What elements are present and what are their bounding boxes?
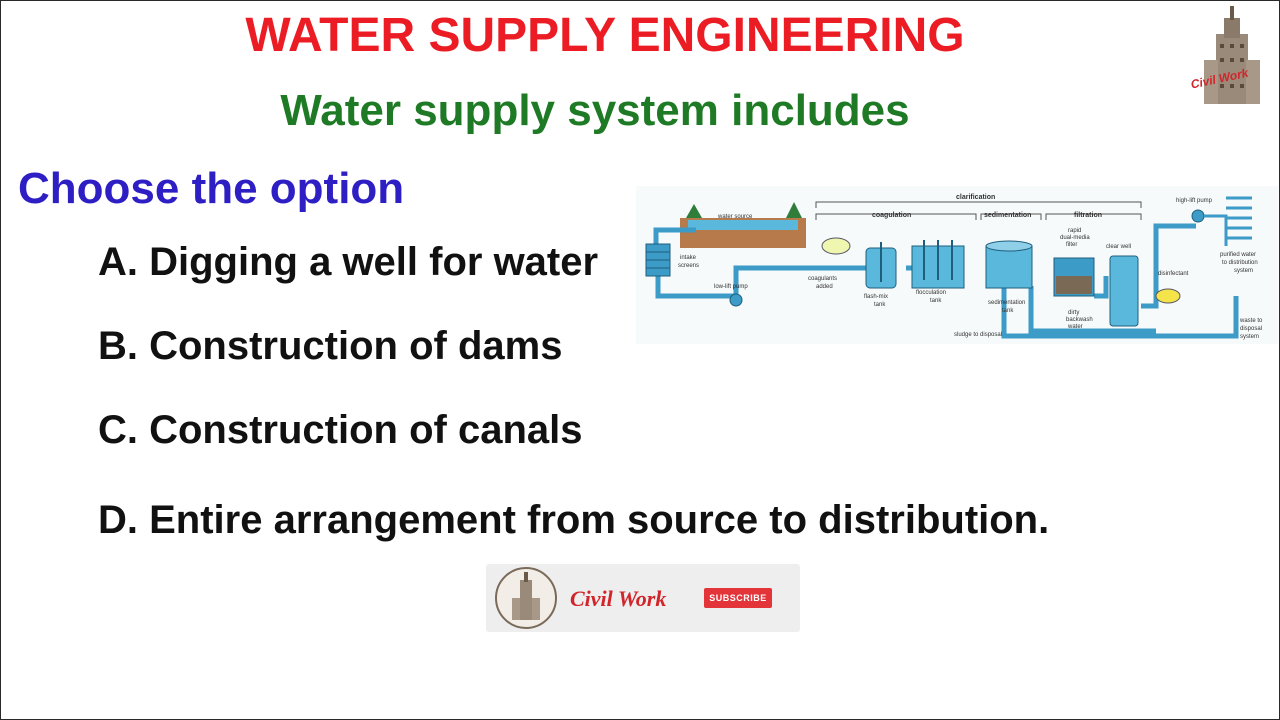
- label-disinfectant: disinfectant: [1158, 271, 1189, 277]
- label-clarification: clarification: [956, 194, 995, 201]
- label-purified-2: to distribution: [1222, 260, 1258, 266]
- channel-avatar-icon: [495, 567, 557, 629]
- label-waste-3: system: [1240, 334, 1259, 340]
- label-high-lift-pump: high-lift pump: [1176, 198, 1213, 204]
- label-intake-2: screens: [678, 263, 699, 269]
- label-flocculation-1: flocculation: [916, 290, 946, 296]
- channel-name: Civil Work: [570, 586, 667, 611]
- label-dirty-1: dirty: [1068, 310, 1079, 316]
- page-title: WATER SUPPLY ENGINEERING: [245, 9, 965, 62]
- label-coagulants-2: added: [816, 284, 833, 290]
- label-rapid-3: filter: [1066, 242, 1077, 248]
- option-c[interactable]: C. Construction of canals: [98, 408, 583, 452]
- label-sed-tank-1: sedimentation: [988, 300, 1025, 306]
- label-sedimentation: sedimentation: [984, 212, 1031, 219]
- label-dirty-3: water: [1067, 324, 1083, 330]
- question-prompt: Choose the option: [18, 164, 405, 213]
- option-b[interactable]: B. Construction of dams: [98, 324, 563, 368]
- label-sed-tank-2: tank: [1002, 308, 1014, 314]
- label-water-source: water source: [717, 214, 753, 220]
- label-purified-1: purified water: [1220, 252, 1256, 258]
- label-waste-1: waste to: [1239, 318, 1263, 324]
- water-treatment-diagram: clarification coagulation sedimentation …: [636, 186, 1278, 344]
- label-waste-2: disposal: [1240, 326, 1262, 332]
- label-clear-well: clear well: [1106, 244, 1131, 250]
- label-flocculation-2: tank: [930, 298, 942, 304]
- label-flash-mix-2: tank: [874, 302, 886, 308]
- label-flash-mix-1: flash-mix: [864, 294, 888, 300]
- label-coagulation: coagulation: [872, 212, 911, 219]
- channel-banner: Civil Work SUBSCRIBE: [486, 564, 800, 632]
- label-rapid-1: rapid: [1068, 228, 1081, 234]
- label-low-lift-pump: low-lift pump: [714, 284, 748, 290]
- label-filtration: filtration: [1074, 212, 1102, 219]
- subscribe-button[interactable]: SUBSCRIBE: [704, 588, 772, 608]
- option-a[interactable]: A. Digging a well for water: [98, 240, 599, 284]
- label-sludge: sludge to disposal: [954, 332, 1002, 338]
- label-intake-1: intake: [680, 255, 697, 261]
- label-rapid-2: dual-media: [1060, 235, 1090, 241]
- label-coagulants-1: coagulants: [808, 276, 837, 282]
- civil-work-logo-icon: Civil Work: [1189, 6, 1260, 104]
- label-purified-3: system: [1234, 268, 1253, 274]
- label-dirty-2: backwash: [1066, 317, 1093, 323]
- option-d[interactable]: D. Entire arrangement from source to dis…: [98, 498, 1050, 542]
- page-subtitle: Water supply system includes: [280, 86, 910, 135]
